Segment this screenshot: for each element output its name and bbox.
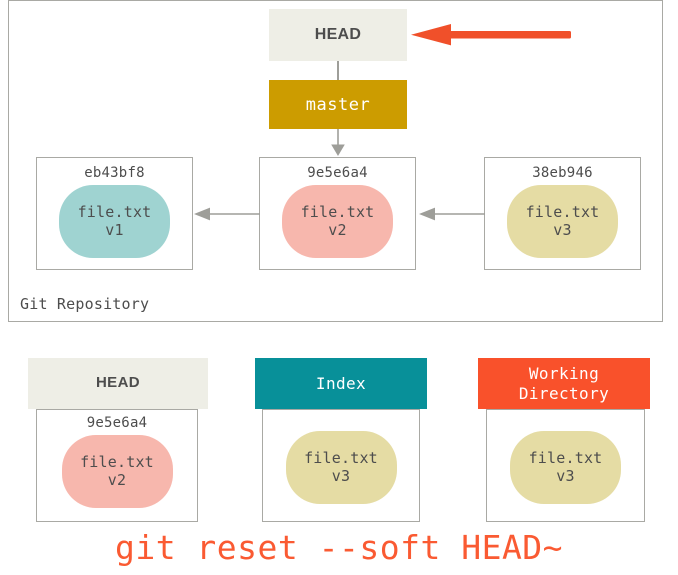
area-header-index: Index [255,358,427,409]
blob-file-v3: file.txt v3 [285,431,397,504]
area-header-label: Index [315,373,367,393]
command-caption: git reset --soft HEAD~ [114,528,564,567]
area-body-head: 9e5e6a4 file.txt v2 [36,409,198,522]
commit-hash: 9e5e6a4 [307,165,368,181]
head-pointer-label: HEAD [314,26,362,43]
git-repository-label: Git Repository [20,295,150,313]
connector-head-to-master [337,61,339,81]
master-branch-label: master [305,94,371,115]
area-body-index: file.txt v3 [262,409,420,522]
commit-parent-arrow-2-to-1 [194,206,260,222]
commit-node-38eb946: 38eb946 file.txt v3 [484,157,641,270]
area-header-working-directory: Working Directory [478,358,650,409]
blob-version: v3 [556,466,575,485]
blob-file-v2: file.txt v2 [61,435,173,508]
blob-filename: file.txt [525,202,600,221]
blob-filename: file.txt [304,448,378,467]
connector-master-to-commit [329,129,347,157]
commit-hash: eb43bf8 [84,165,145,181]
blob-version: v2 [328,220,347,239]
area-header-label: Working Directory [518,363,610,403]
blob-filename: file.txt [80,452,154,471]
blob-version: v3 [331,466,351,485]
area-commit-hash: 9e5e6a4 [86,415,148,431]
blob-filename: file.txt [528,448,603,467]
blob-filename: file.txt [300,202,375,221]
blob-version: v1 [105,220,124,239]
blob-file-v1: file.txt v1 [59,185,170,258]
area-header-label: HEAD [95,374,141,392]
master-branch-box: master [269,80,407,129]
head-pointer-box: HEAD [269,9,407,61]
commit-parent-arrow-3-to-2 [419,206,485,222]
blob-file-v2: file.txt v2 [282,185,393,258]
area-body-working-directory: file.txt v3 [486,409,645,522]
commit-hash: 38eb946 [532,165,593,181]
commit-node-9e5e6a4: 9e5e6a4 file.txt v2 [259,157,416,270]
commit-node-eb43bf8: eb43bf8 file.txt v1 [36,157,193,270]
blob-file-v3: file.txt v3 [510,431,621,504]
blob-version: v3 [553,220,572,239]
blob-filename: file.txt [77,202,152,221]
area-header-head: HEAD [28,358,208,409]
blob-file-v3: file.txt v3 [507,185,618,258]
red-left-arrow-icon [411,23,571,47]
blob-version: v2 [107,470,127,489]
